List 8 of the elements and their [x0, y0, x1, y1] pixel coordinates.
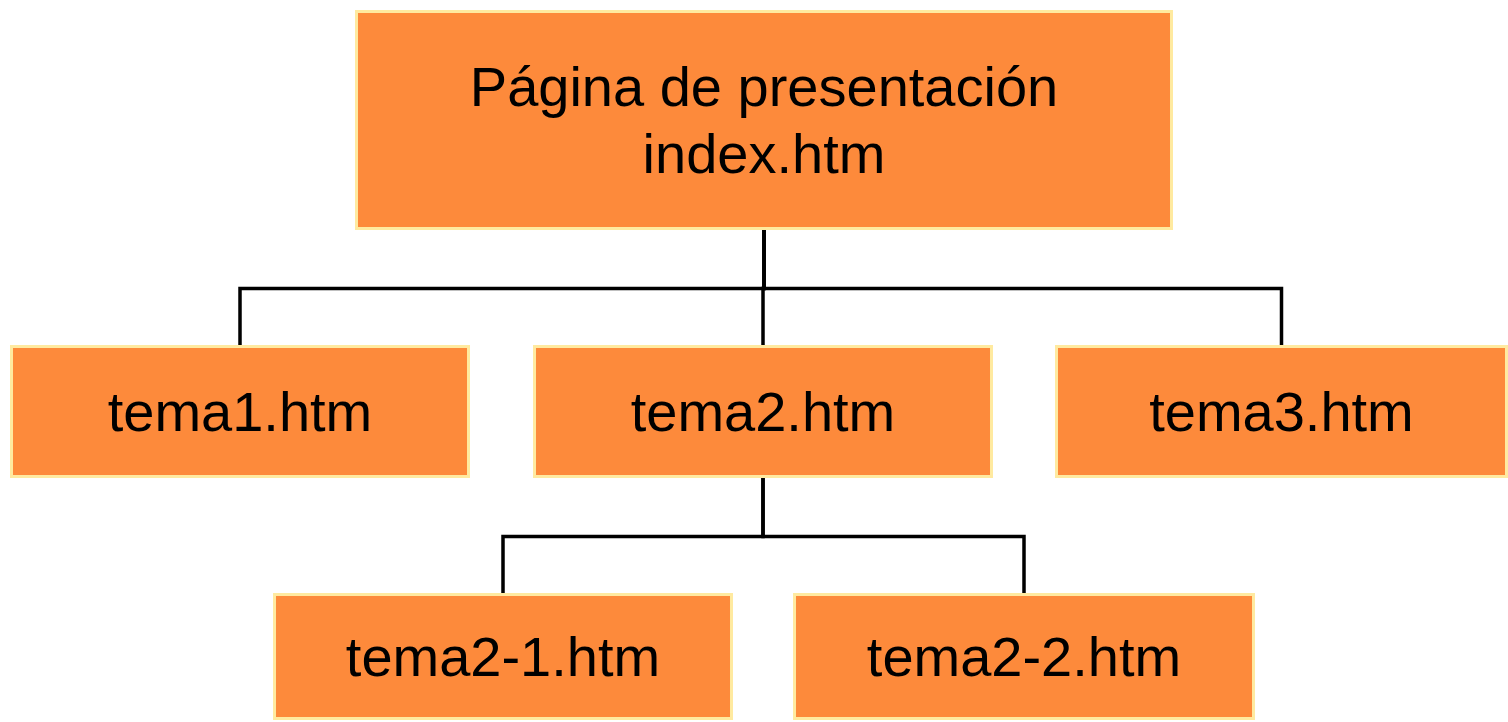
connector-line [761, 478, 1026, 593]
page-box: tema2-2.htm [793, 593, 1255, 720]
page-box: tema1.htm [10, 345, 470, 478]
page-box: tema2.htm [533, 345, 993, 478]
page-box: Página de presentación index.htm [355, 10, 1173, 230]
connector-line [762, 230, 1284, 345]
page-box: tema2-1.htm [273, 593, 733, 720]
page-box: tema3.htm [1055, 345, 1508, 478]
